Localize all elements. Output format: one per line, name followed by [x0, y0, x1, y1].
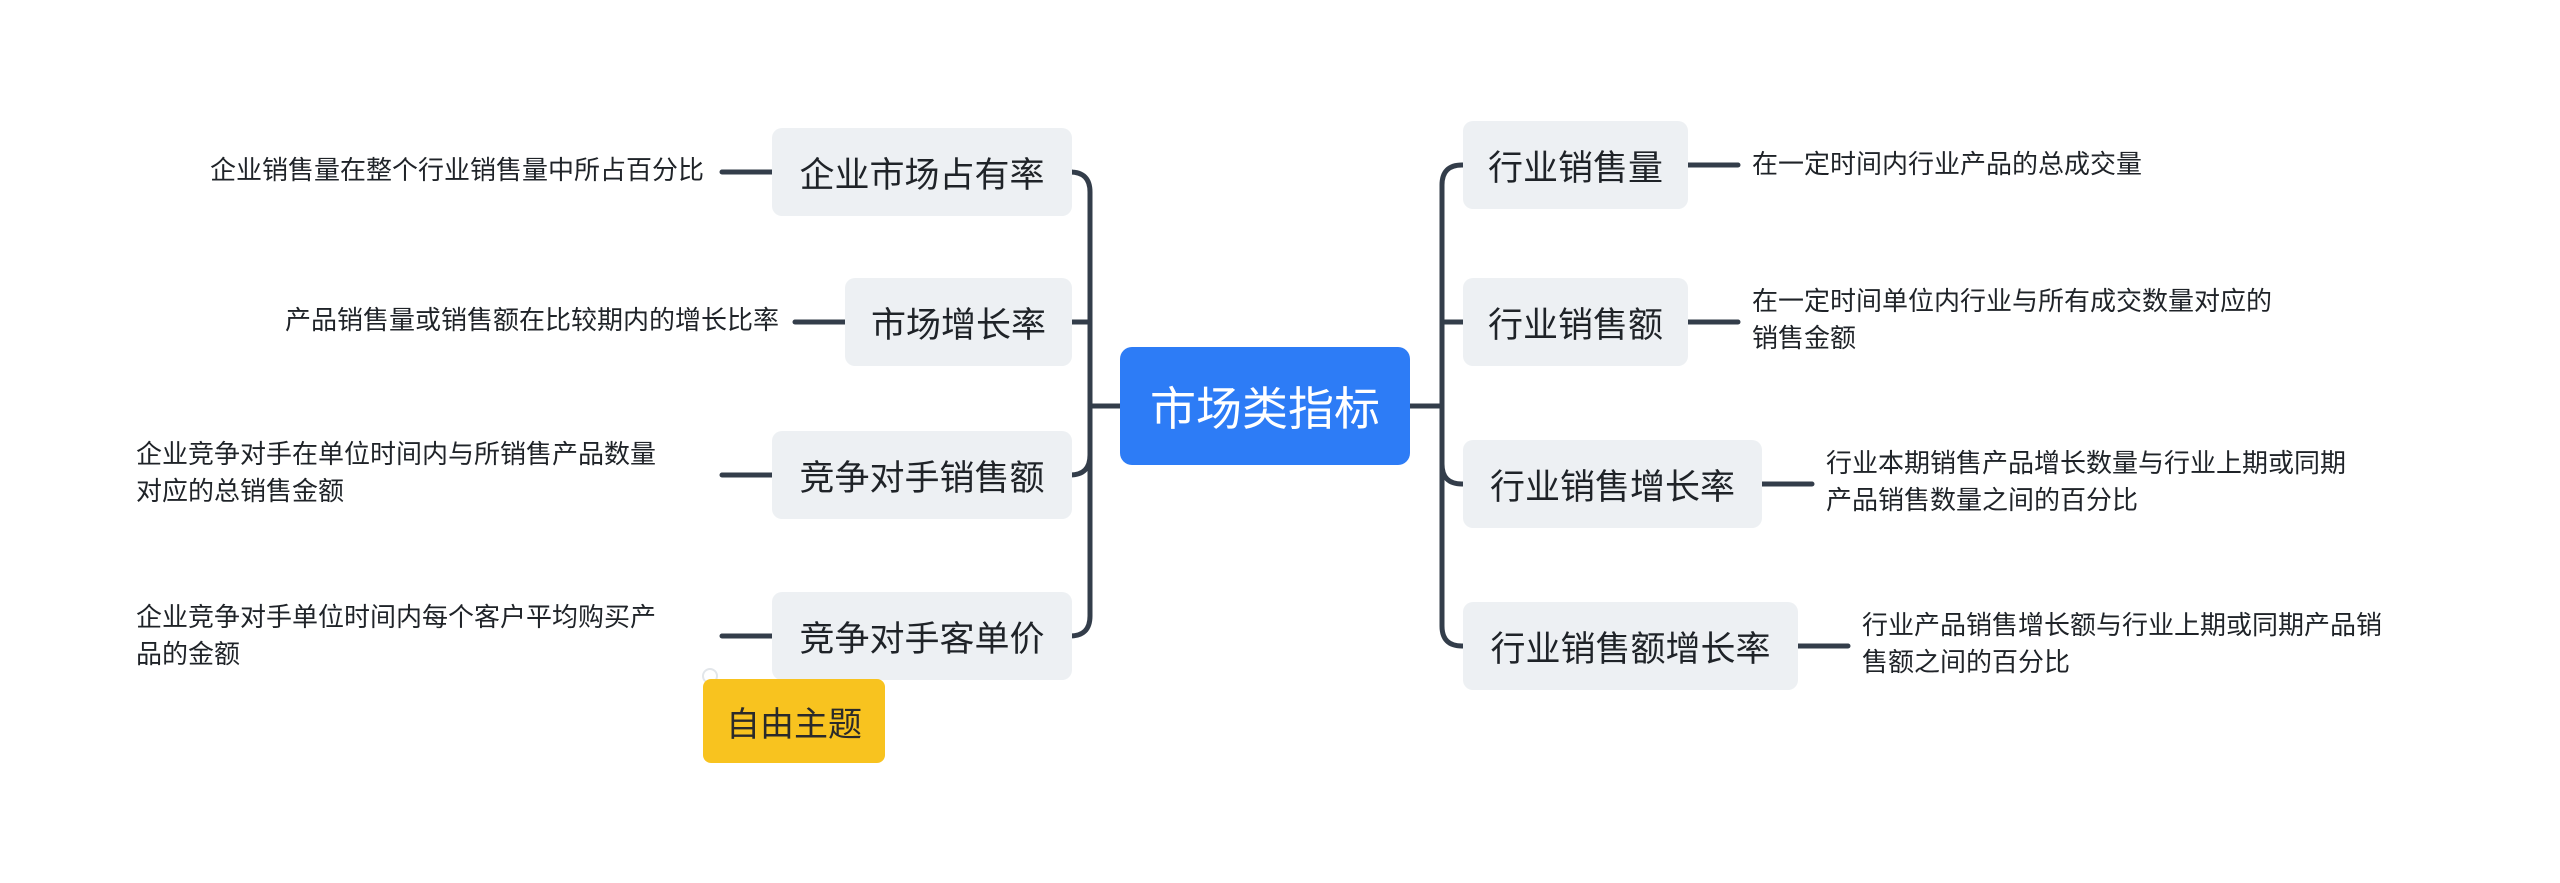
- desc-line: 在一定时间内行业产品的总成交量: [1752, 150, 2143, 180]
- topic-competitor-order-value[interactable]: 竞争对手客单价: [772, 592, 1072, 680]
- desc-competitor-sales: 企业竞争对手在单位时间内与所销售产品数量 对应的总销售金额: [136, 437, 656, 511]
- topic-industry-revenue-growth[interactable]: 行业销售额增长率: [1463, 602, 1798, 690]
- desc-line: 行业产品销售增长额与行业上期或同期产品销: [1862, 611, 2383, 641]
- topic-market-growth[interactable]: 市场增长率: [845, 278, 1072, 366]
- desc-industry-revenue-growth: 行业产品销售增长额与行业上期或同期产品销 售额之间的百分比: [1862, 608, 2382, 682]
- desc-industry-revenue: 在一定时间单位内行业与所有成交数量对应的 销售金额: [1752, 284, 2272, 358]
- desc-line: 企业竞争对手在单位时间内与所销售产品数量: [136, 440, 657, 470]
- connector-left-3: [1069, 403, 1093, 478]
- desc-competitor-order-value: 企业竞争对手单位时间内每个客户平均购买产 品的金额: [136, 600, 656, 674]
- desc-line: 售额之间的百分比: [1862, 648, 2071, 678]
- connector-right-3: [1439, 403, 1466, 487]
- desc-line: 产品销售数量之间的百分比: [1826, 486, 2139, 516]
- desc-line: 品的金额: [136, 640, 241, 670]
- desc-market-growth: 产品销售量或销售额在比较期内的增长比率: [285, 303, 779, 340]
- connector-right-4: [1439, 461, 1466, 649]
- topic-industry-revenue[interactable]: 行业销售额: [1463, 278, 1688, 366]
- desc-market-share: 企业销售量在整个行业销售量中所占百分比: [210, 153, 704, 190]
- topic-competitor-sales[interactable]: 竞争对手销售额: [772, 431, 1072, 519]
- desc-line: 销售金额: [1752, 324, 1857, 354]
- topic-industry-volume[interactable]: 行业销售量: [1463, 121, 1688, 209]
- connector-right-2: [1439, 319, 1466, 343]
- topic-industry-volume-growth[interactable]: 行业销售增长率: [1463, 440, 1762, 528]
- desc-line: 行业本期销售产品增长数量与行业上期或同期: [1826, 449, 2347, 479]
- connector-left-2: [1069, 319, 1093, 343]
- topic-market-share[interactable]: 企业市场占有率: [772, 128, 1072, 216]
- connector-left-4: [1069, 452, 1093, 639]
- desc-line: 企业竞争对手单位时间内每个客户平均购买产: [136, 603, 657, 633]
- desc-industry-volume-growth: 行业本期销售产品增长数量与行业上期或同期 产品销售数量之间的百分比: [1826, 446, 2346, 520]
- desc-line: 产品销售量或销售额在比较期内的增长比率: [284, 306, 779, 336]
- connector-right-1: [1427, 162, 1466, 409]
- desc-industry-volume: 在一定时间内行业产品的总成交量: [1752, 147, 2142, 184]
- connector-left-1: [1069, 169, 1103, 409]
- desc-line: 企业销售量在整个行业销售量中所占百分比: [209, 156, 704, 186]
- desc-line: 在一定时间单位内行业与所有成交数量对应的: [1752, 287, 2273, 317]
- floating-topic[interactable]: 自由主题: [703, 679, 885, 763]
- root-topic[interactable]: 市场类指标: [1120, 347, 1410, 465]
- desc-line: 对应的总销售金额: [136, 477, 345, 507]
